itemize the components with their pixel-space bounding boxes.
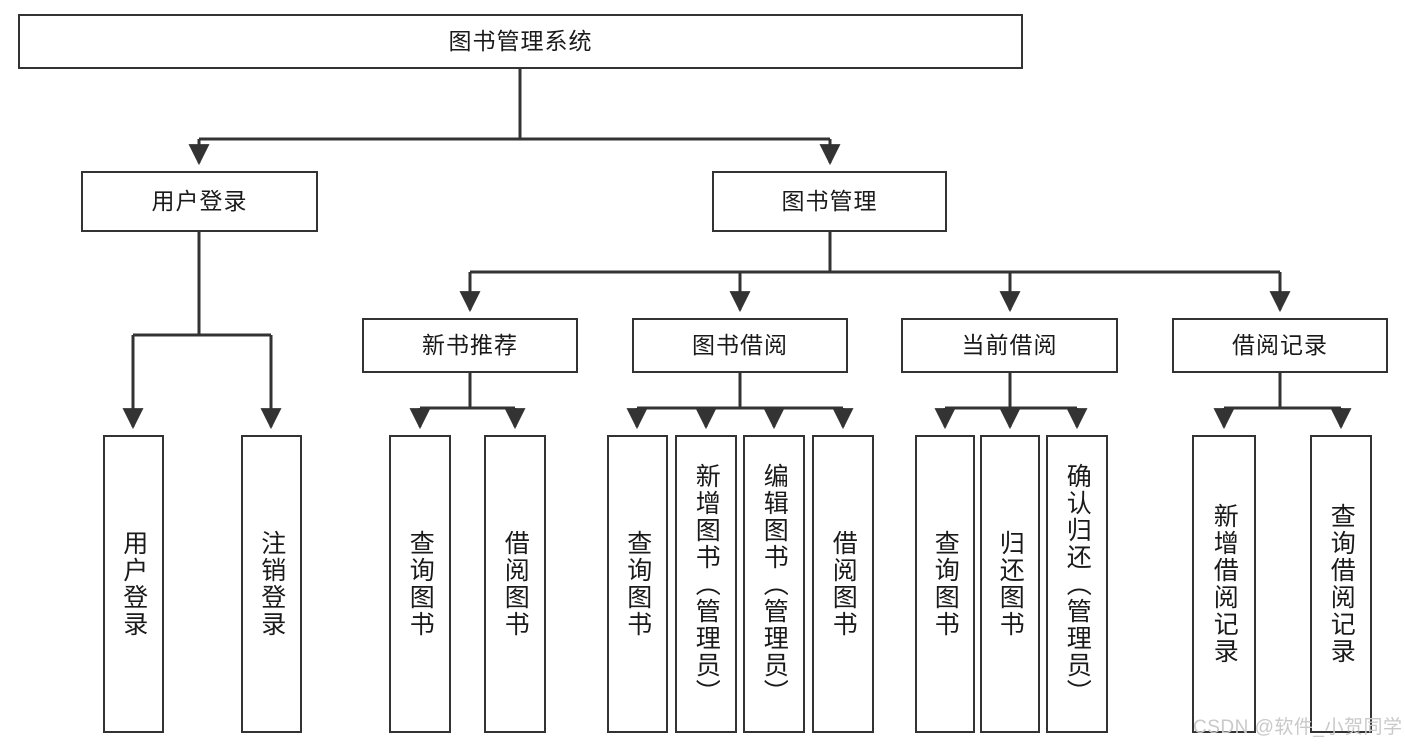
node-book-borrow[interactable]: 图书借阅 xyxy=(632,318,848,373)
leaf-borrow-book-nbr-label: 借阅图书 xyxy=(501,530,530,638)
leaf-logout-label: 注销登录 xyxy=(257,530,286,638)
leaf-logout[interactable]: 注销登录 xyxy=(241,435,302,733)
leaf-query-book-bb-label: 查询图书 xyxy=(623,530,652,638)
leaf-user-login-label: 用户登录 xyxy=(119,530,148,638)
leaf-query-book-nbr[interactable]: 查询图书 xyxy=(389,435,451,733)
leaf-user-login[interactable]: 用户登录 xyxy=(103,435,164,733)
leaf-confirm-return-admin-label: 确认归还（管理员） xyxy=(1063,462,1092,706)
leaf-edit-book-admin-label: 编辑图书（管理员） xyxy=(760,462,789,706)
leaf-edit-book-admin[interactable]: 编辑图书（管理员） xyxy=(743,435,805,733)
leaf-query-book-cb[interactable]: 查询图书 xyxy=(915,435,975,733)
leaf-confirm-return-admin[interactable]: 确认归还（管理员） xyxy=(1046,435,1108,733)
node-current-borrow[interactable]: 当前借阅 xyxy=(901,318,1118,373)
leaf-borrow-book-bb-label: 借阅图书 xyxy=(829,530,858,638)
leaf-add-book-admin[interactable]: 新增图书（管理员） xyxy=(675,435,737,733)
leaf-borrow-book-nbr[interactable]: 借阅图书 xyxy=(484,435,546,733)
node-user-login-label: 用户登录 xyxy=(151,187,248,214)
node-new-book-recommend[interactable]: 新书推荐 xyxy=(362,318,578,373)
node-book-management[interactable]: 图书管理 xyxy=(712,171,947,232)
node-root[interactable]: 图书管理系统 xyxy=(18,14,1023,69)
node-current-borrow-label: 当前借阅 xyxy=(961,331,1058,358)
leaf-query-book-cb-label: 查询图书 xyxy=(931,530,960,638)
leaf-query-borrow-record[interactable]: 查询借阅记录 xyxy=(1310,435,1372,733)
node-book-management-label: 图书管理 xyxy=(781,187,878,214)
leaf-borrow-book-bb[interactable]: 借阅图书 xyxy=(812,435,874,733)
node-root-label: 图书管理系统 xyxy=(448,27,593,54)
leaf-query-book-bb[interactable]: 查询图书 xyxy=(607,435,668,733)
leaf-return-book-label: 归还图书 xyxy=(996,530,1025,638)
node-new-book-recommend-label: 新书推荐 xyxy=(422,331,518,358)
node-book-borrow-label: 图书借阅 xyxy=(692,331,788,358)
csdn-watermark: CSDN @软件_小贺同学 xyxy=(1193,717,1403,738)
leaf-query-book-nbr-label: 查询图书 xyxy=(406,530,435,638)
leaf-add-borrow-record[interactable]: 新增借阅记录 xyxy=(1192,435,1256,733)
leaf-add-borrow-record-label: 新增借阅记录 xyxy=(1210,503,1239,665)
node-borrow-record[interactable]: 借阅记录 xyxy=(1172,318,1388,373)
leaf-return-book[interactable]: 归还图书 xyxy=(980,435,1040,733)
node-user-login[interactable]: 用户登录 xyxy=(81,171,318,232)
leaf-query-borrow-record-label: 查询借阅记录 xyxy=(1327,503,1356,665)
node-borrow-record-label: 借阅记录 xyxy=(1232,331,1328,358)
leaf-add-book-admin-label: 新增图书（管理员） xyxy=(692,462,721,706)
